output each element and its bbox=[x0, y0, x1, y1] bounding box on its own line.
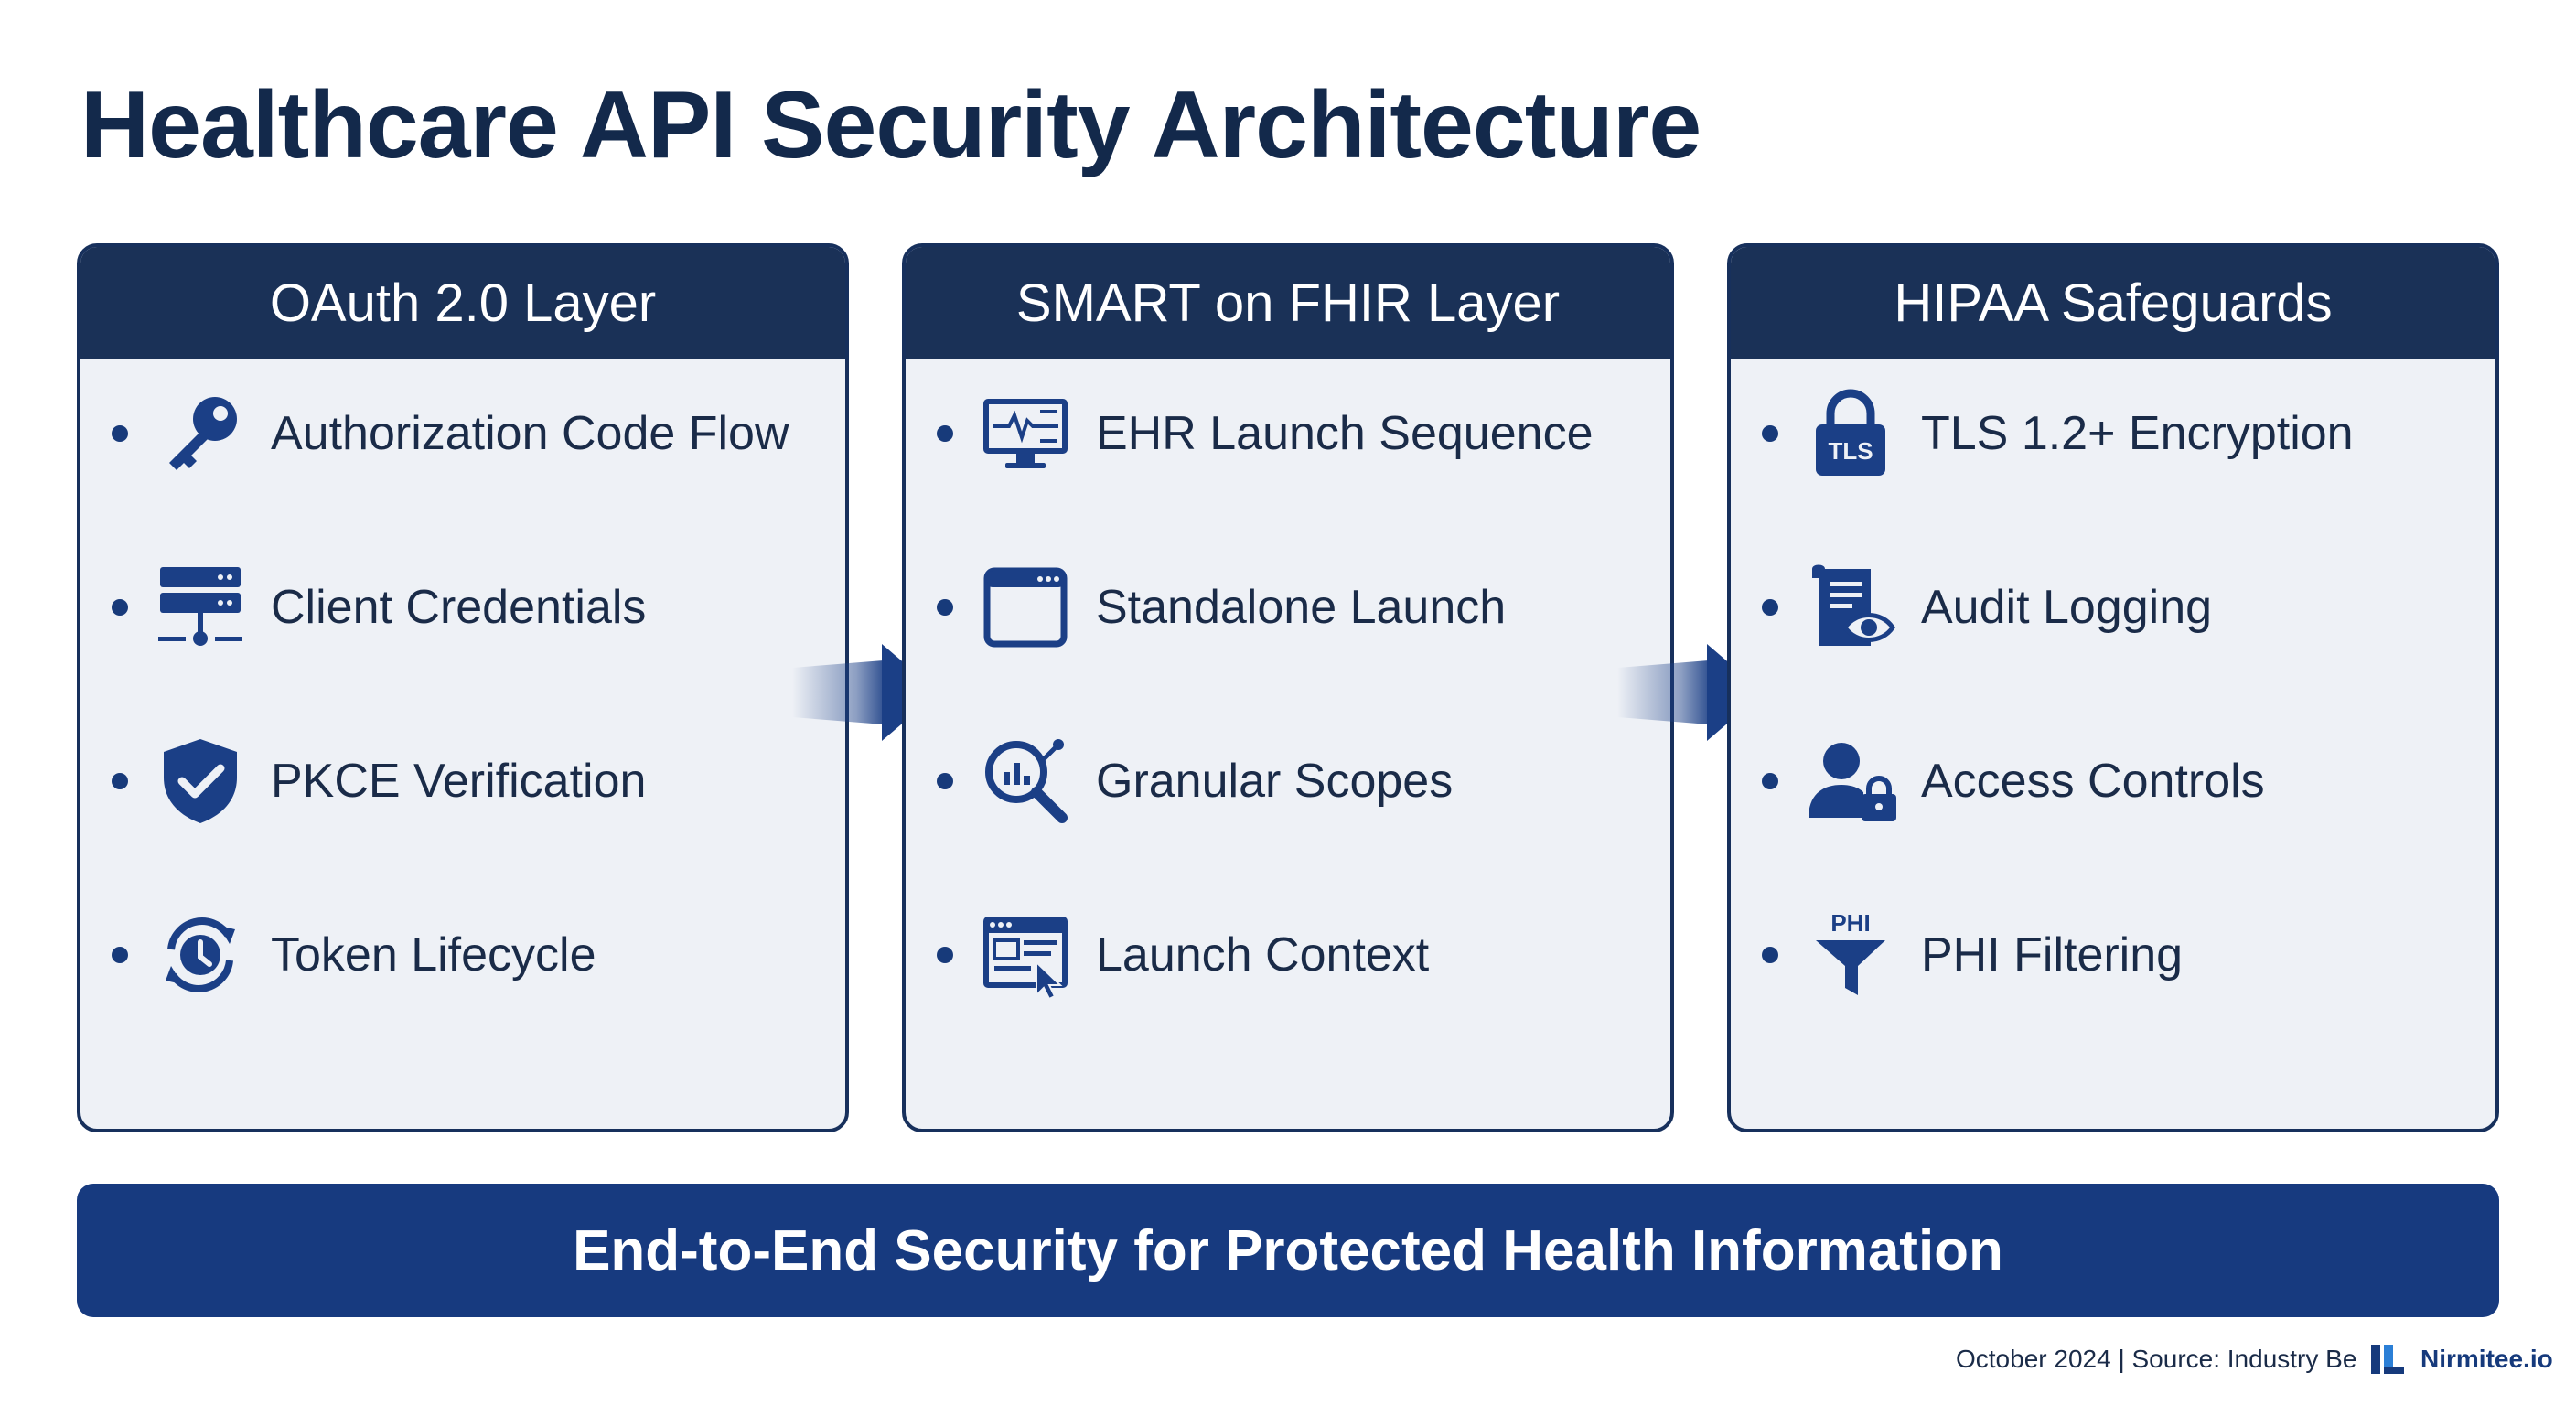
panel-smart-on-fhir: SMART on FHIR Layer EHR Launch Sequence bbox=[902, 243, 1674, 1132]
clock-refresh-icon bbox=[150, 905, 251, 1005]
server-icon bbox=[150, 557, 251, 658]
key-icon bbox=[150, 383, 251, 484]
list-item: Launch Context bbox=[906, 900, 1670, 1010]
bullet bbox=[937, 425, 953, 442]
footer-source: October 2024 | Source: Industry Be bbox=[1956, 1345, 2357, 1373]
item-label: EHR Launch Sequence bbox=[1096, 407, 1594, 460]
funnel-phi-icon-text: PHI bbox=[1830, 909, 1870, 937]
monitor-heartbeat-icon bbox=[975, 383, 1076, 484]
browser-window-icon bbox=[975, 557, 1076, 658]
summary-banner: End-to-End Security for Protected Health… bbox=[77, 1184, 2499, 1317]
bullet bbox=[1762, 947, 1778, 963]
list-item: Token Lifecycle bbox=[80, 900, 845, 1010]
lock-tls-icon-text: TLS bbox=[1828, 437, 1873, 465]
panel-title: SMART on FHIR Layer bbox=[1015, 273, 1561, 333]
bullet bbox=[1762, 599, 1778, 616]
item-label: Granular Scopes bbox=[1096, 755, 1454, 808]
bullet bbox=[1762, 773, 1778, 789]
bullet bbox=[112, 773, 128, 789]
list-item: Granular Scopes bbox=[906, 726, 1670, 836]
bullet bbox=[112, 947, 128, 963]
item-label: Standalone Launch bbox=[1096, 581, 1507, 634]
magnifier-chart-icon bbox=[975, 731, 1076, 831]
panel-header: SMART on FHIR Layer bbox=[906, 247, 1670, 359]
item-label: Launch Context bbox=[1096, 928, 1430, 981]
panel-title: OAuth 2.0 Layer bbox=[269, 273, 657, 333]
list-item: Access Controls bbox=[1731, 726, 2496, 836]
list-item: Audit Logging bbox=[1731, 552, 2496, 662]
bullet bbox=[937, 599, 953, 616]
window-cursor-icon bbox=[975, 905, 1076, 1005]
bullet bbox=[937, 947, 953, 963]
lock-tls-icon: TLS bbox=[1800, 383, 1901, 484]
list-item: PKCE Verification bbox=[80, 726, 845, 836]
panel-hipaa: HIPAA Safeguards TLS TLS 1.2+ Encryption bbox=[1727, 243, 2499, 1132]
list-item: TLS TLS 1.2+ Encryption bbox=[1731, 379, 2496, 488]
list-item: PHI PHI Filtering bbox=[1731, 900, 2496, 1010]
bullet bbox=[1762, 425, 1778, 442]
item-label: Client Credentials bbox=[271, 581, 647, 634]
item-label: Authorization Code Flow bbox=[271, 407, 789, 460]
funnel-phi-icon: PHI bbox=[1800, 905, 1901, 1005]
user-lock-icon bbox=[1800, 731, 1901, 831]
panel-oauth: OAuth 2.0 Layer Authorization Code Flow bbox=[77, 243, 849, 1132]
list-item: EHR Launch Sequence bbox=[906, 379, 1670, 488]
list-item: Standalone Launch bbox=[906, 552, 1670, 662]
page-title: Healthcare API Security Architecture bbox=[80, 72, 1701, 178]
item-label: TLS 1.2+ Encryption bbox=[1921, 407, 2354, 460]
list-item: Client Credentials bbox=[80, 552, 845, 662]
panel-header: HIPAA Safeguards bbox=[1731, 247, 2496, 359]
brand-logo-icon bbox=[2371, 1341, 2413, 1378]
bullet bbox=[112, 425, 128, 442]
item-label: PHI Filtering bbox=[1921, 928, 2184, 981]
item-label: Access Controls bbox=[1921, 755, 2265, 808]
brand-name: Nirmitee.io bbox=[2420, 1345, 2553, 1373]
bullet bbox=[112, 599, 128, 616]
item-label: PKCE Verification bbox=[271, 755, 647, 808]
bullet bbox=[937, 773, 953, 789]
banner-text: End-to-End Security for Protected Health… bbox=[573, 1218, 2003, 1282]
list-item: Authorization Code Flow bbox=[80, 379, 845, 488]
brand: Nirmitee.io bbox=[2371, 1341, 2553, 1378]
shield-check-icon bbox=[150, 731, 251, 831]
panel-title: HIPAA Safeguards bbox=[1894, 273, 2333, 333]
item-label: Token Lifecycle bbox=[271, 928, 596, 981]
item-label: Audit Logging bbox=[1921, 581, 2213, 634]
document-eye-icon bbox=[1800, 557, 1901, 658]
panel-header: OAuth 2.0 Layer bbox=[80, 247, 845, 359]
